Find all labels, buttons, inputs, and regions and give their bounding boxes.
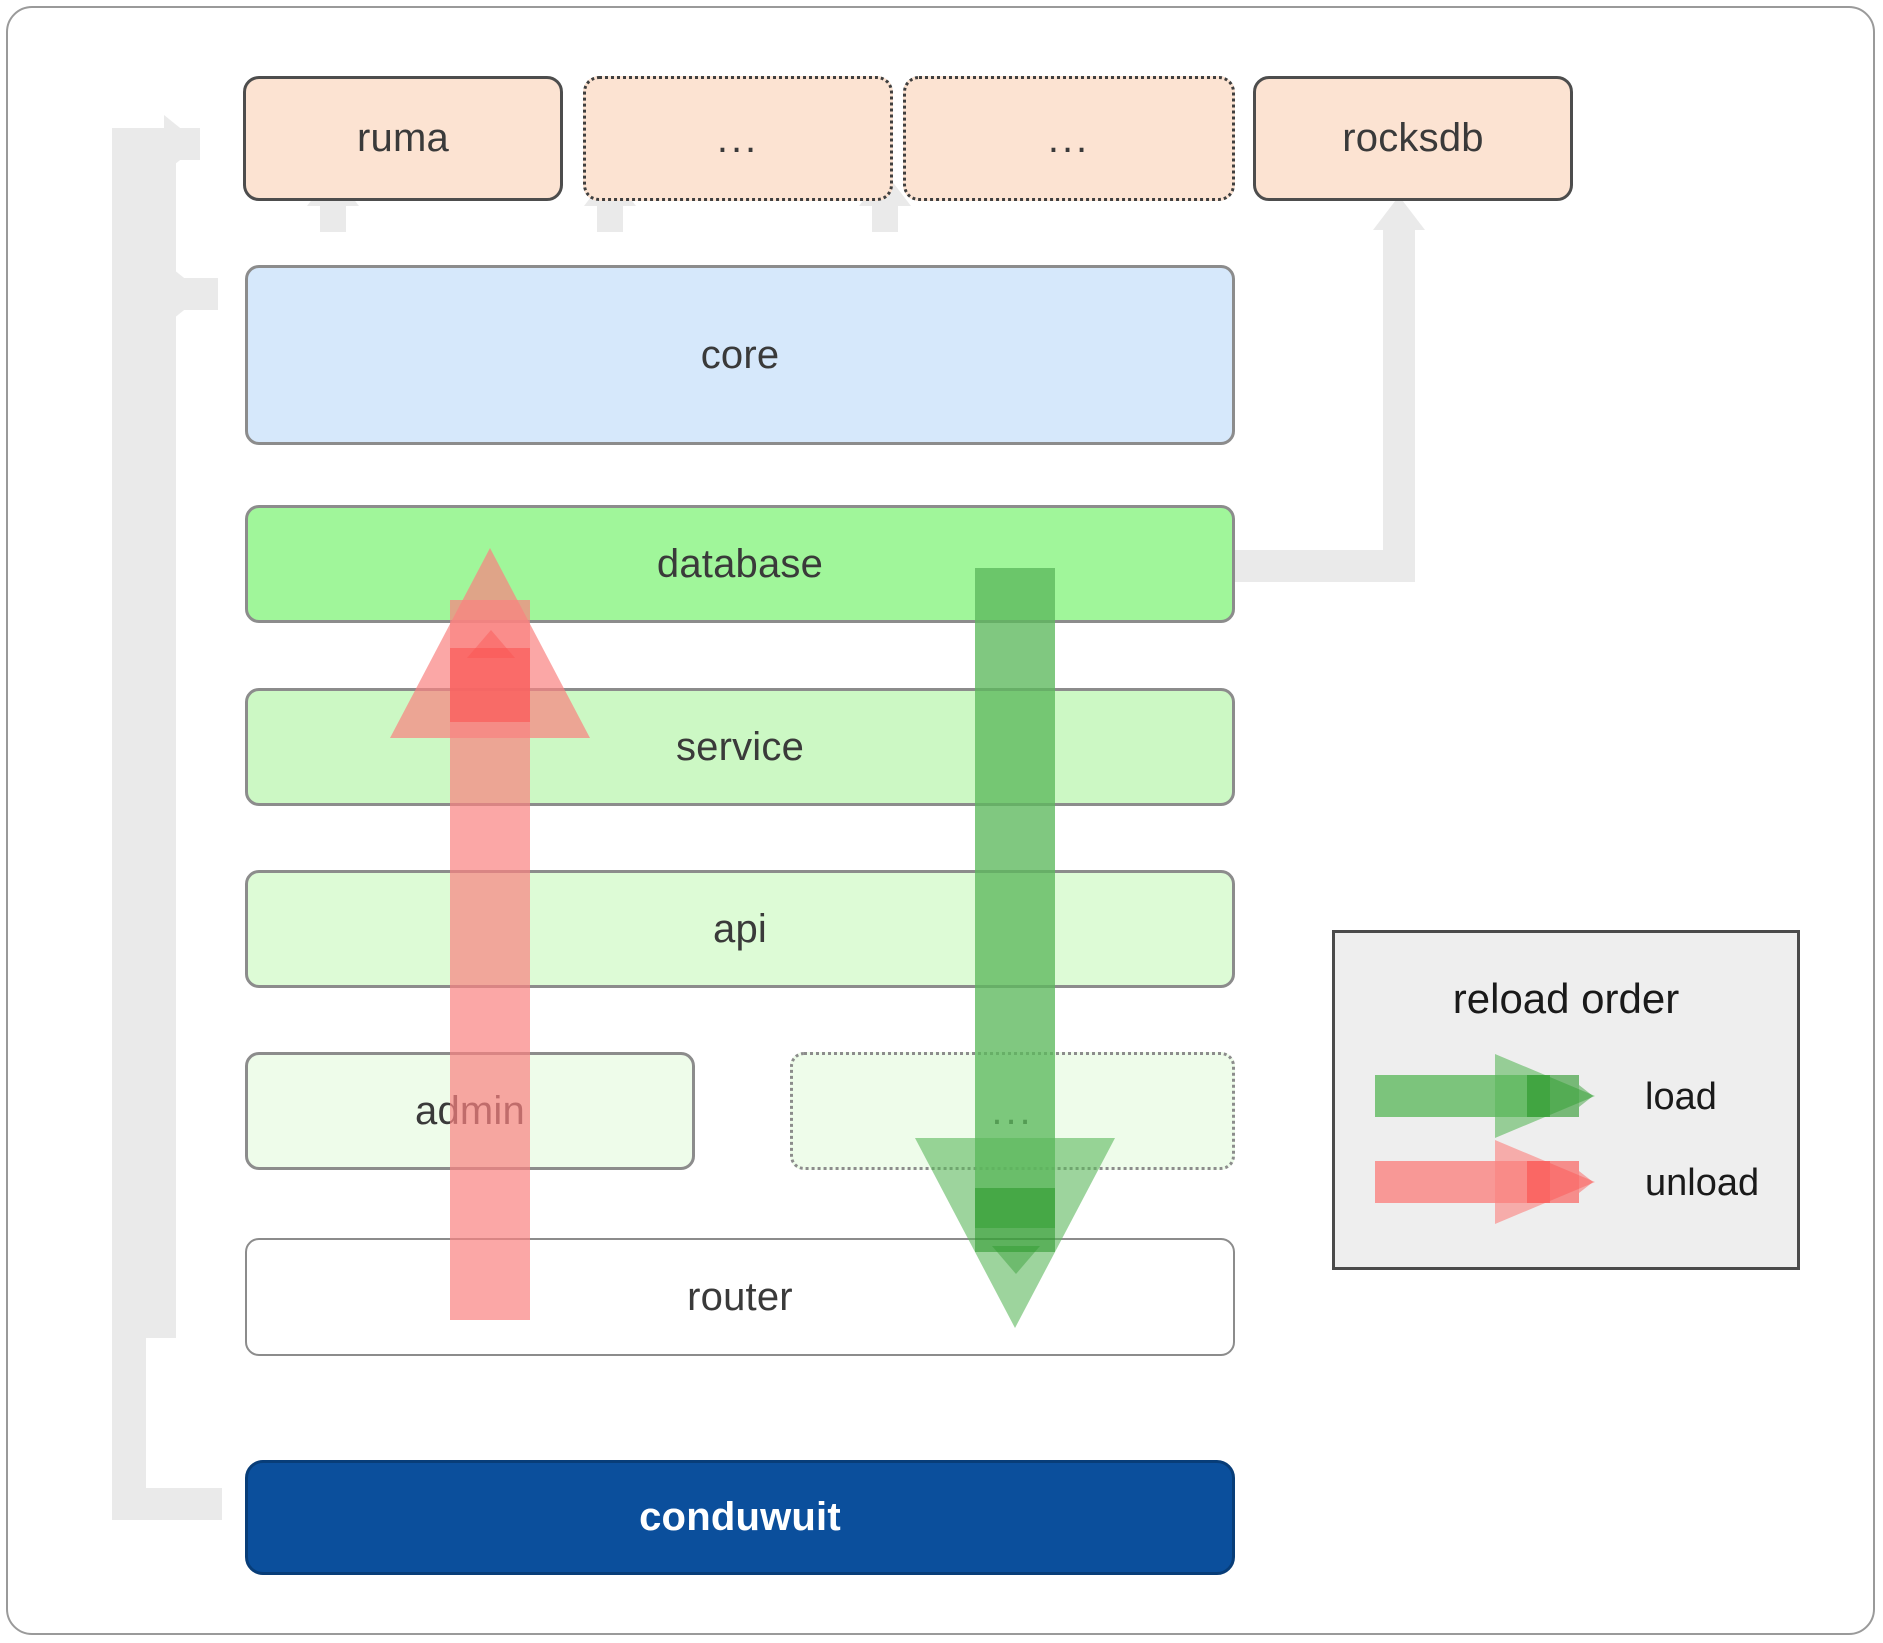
- legend-title: reload order: [1452, 975, 1680, 1022]
- crate-ellipsis-1[interactable]: ...: [583, 76, 893, 201]
- layer-api-label: api: [713, 906, 767, 951]
- connector-conduwuit-left-vertical: [112, 128, 146, 1520]
- legend-load-label: load: [1645, 1076, 1717, 1118]
- unload-arrow-core: [450, 648, 530, 722]
- legend-unload-arrow-core: [1527, 1161, 1579, 1203]
- load-arrow-shaft: [975, 568, 1055, 1228]
- crate-ruma-label: ruma: [357, 116, 449, 160]
- load-arrow-core: [975, 1188, 1055, 1252]
- crate-rocksdb-label: rocksdb: [1342, 116, 1484, 160]
- layer-router-label: router: [687, 1274, 793, 1319]
- layer-core-label: core: [700, 332, 780, 377]
- crate-ellipsis-2[interactable]: ...: [903, 76, 1235, 201]
- app-conduwuit-label: conduwuit: [639, 1495, 841, 1539]
- app-conduwuit[interactable]: conduwuit: [245, 1460, 1235, 1575]
- crate-ellipsis-2-label: ...: [1047, 116, 1091, 161]
- crate-ellipsis-1-label: ...: [716, 116, 760, 161]
- legend-load-arrow-core-tip: [1579, 1085, 1593, 1107]
- crate-ruma[interactable]: ruma: [243, 76, 563, 201]
- legend-unload-arrow-core-tip: [1579, 1171, 1593, 1193]
- diagram-frame: [6, 6, 1875, 1635]
- legend-unload-label: unload: [1645, 1162, 1760, 1204]
- crate-rocksdb[interactable]: rocksdb: [1253, 76, 1573, 201]
- layer-api[interactable]: api: [245, 870, 1235, 988]
- connector-inner-vertical: [146, 148, 176, 1338]
- layer-core[interactable]: core: [245, 265, 1235, 445]
- legend-box: reload order load unload: [1332, 930, 1800, 1270]
- connector-conduwuit-bottom-horizontal: [112, 1488, 222, 1520]
- connector-to-core-arrowhead: [168, 265, 204, 323]
- unload-arrow-core-tip: [467, 630, 515, 658]
- load-arrow-core-tip: [992, 1246, 1040, 1274]
- connector-database-to-rocksdb-vertical: [1383, 226, 1415, 566]
- layer-database-label: database: [656, 541, 824, 586]
- layer-service-label: service: [675, 724, 805, 769]
- legend-load-arrow-core: [1527, 1075, 1579, 1117]
- connector-database-to-rocksdb-arrowhead: [1373, 196, 1425, 230]
